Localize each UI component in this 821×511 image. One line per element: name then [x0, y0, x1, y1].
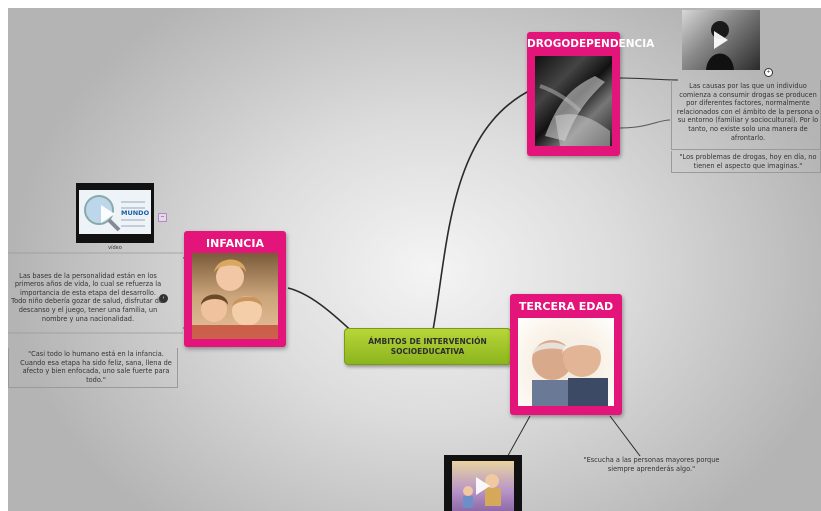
drogodependencia-quote: "Los problemas de drogas, hoy en día, no…	[671, 151, 821, 173]
mind-map-canvas: ÁMBITOS DE INTERVENCIÓN SOCIOEDUCATIVA D…	[8, 8, 821, 511]
node-drogodependencia[interactable]: DROGODEPENDENCIA	[527, 32, 655, 156]
video-frame: MUNDO	[79, 190, 151, 234]
drogodependencia-note-text: Las causas por las que un individuo comi…	[676, 82, 820, 142]
node-drogodependencia-title: DROGODEPENDENCIA	[527, 38, 655, 50]
infancia-quote-text: "Casi todo lo humano está en la infancia…	[20, 350, 172, 384]
collapse-icon[interactable]: −	[158, 213, 167, 222]
play-icon[interactable]	[101, 205, 115, 223]
node-infancia[interactable]: INFANCIA	[184, 231, 286, 347]
tercera-edad-quote: "Escucha a las personas mayores porque s…	[574, 456, 729, 473]
node-tercera-edad[interactable]: TERCERA EDAD	[510, 294, 622, 415]
hands-image	[539, 76, 610, 146]
infancia-video[interactable]: MUNDO	[76, 183, 154, 243]
drogodependencia-photo	[535, 56, 612, 146]
central-node-label: ÁMBITOS DE INTERVENCIÓN SOCIOEDUCATIVA	[368, 336, 487, 356]
children-image	[192, 259, 278, 339]
tercera-edad-photo	[518, 318, 614, 406]
expand-icon[interactable]: ›	[159, 294, 168, 303]
infancia-note-text: Las bases de la personalidad están en lo…	[11, 271, 165, 323]
central-node[interactable]: ÁMBITOS DE INTERVENCIÓN SOCIOEDUCATIVA	[344, 328, 511, 365]
drogodependencia-quote-text: "Los problemas de drogas, hoy en día, no…	[679, 153, 817, 170]
elderly-couple-image	[532, 339, 608, 406]
tercera-edad-video[interactable]	[444, 455, 522, 511]
drogodependencia-note: Las causas por las que un individuo comi…	[671, 80, 821, 150]
play-icon[interactable]	[476, 477, 490, 495]
node-tercera-edad-title: TERCERA EDAD	[518, 300, 614, 313]
drogodependencia-video[interactable]	[682, 10, 760, 70]
infancia-video-caption: vídeo	[108, 245, 122, 251]
tercera-edad-quote-text: "Escucha a las personas mayores porque s…	[583, 456, 720, 473]
infancia-quote: "Casi todo lo humano está en la infancia…	[8, 348, 178, 388]
play-icon[interactable]	[714, 31, 728, 49]
infancia-photo	[192, 253, 278, 339]
infancia-note: Las bases de la personalidad están en lo…	[8, 263, 168, 323]
video-word: MUNDO	[121, 209, 150, 217]
node-infancia-title: INFANCIA	[206, 237, 264, 250]
collapse-icon[interactable]: +	[764, 68, 773, 77]
